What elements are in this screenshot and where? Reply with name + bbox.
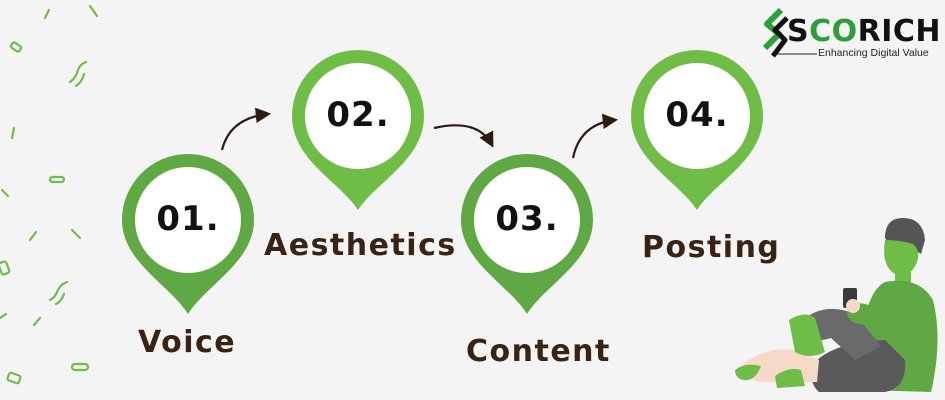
step-number: 04. [665, 95, 729, 135]
arrow-3-to-4 [571, 113, 619, 159]
pin-03 [461, 154, 593, 314]
pin-01 [122, 154, 254, 314]
step-number: 02. [326, 95, 390, 135]
step-number: 01. [156, 199, 220, 239]
sitting-person-illustration [735, 218, 938, 392]
arrow-1-to-2 [220, 107, 272, 151]
step-label: Aesthetics [264, 228, 457, 263]
step-label: Posting [642, 230, 781, 265]
step-number: 03. [495, 199, 559, 239]
step-label: Content [466, 334, 611, 369]
tagline-rule [777, 53, 817, 55]
arrow-2-to-3 [433, 124, 494, 148]
brand-tagline: Enhancing Digital Value [818, 47, 929, 59]
scorich-logo-icon [762, 8, 789, 58]
pin-02 [292, 50, 424, 210]
step-label: Voice [138, 325, 237, 360]
pin-04 [631, 50, 763, 210]
brand-name: SCORICH [787, 14, 942, 49]
